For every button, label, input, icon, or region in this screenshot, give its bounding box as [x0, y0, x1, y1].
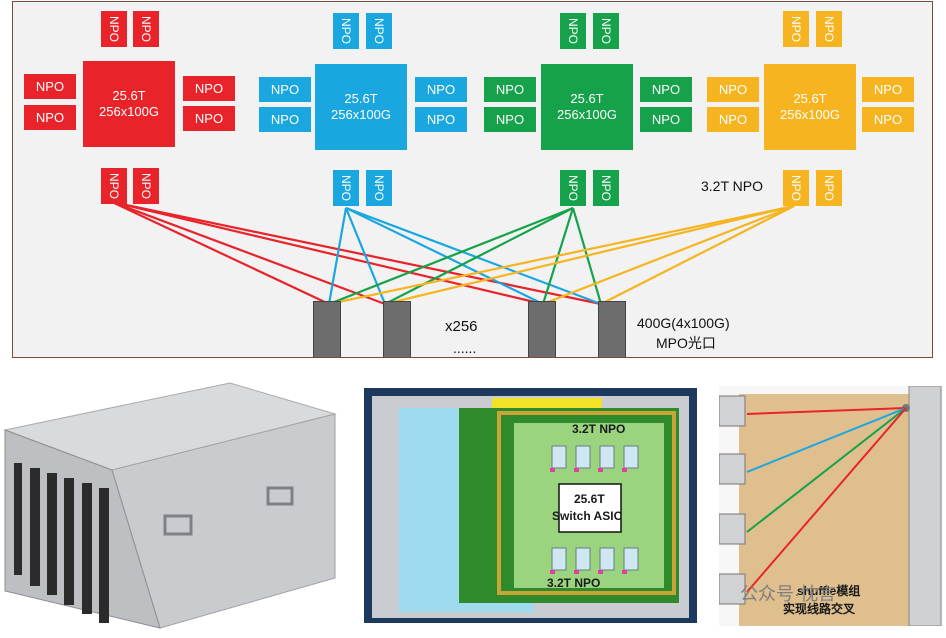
npo-module: NPO [640, 107, 692, 132]
npo-module: NPO [366, 13, 392, 49]
npo-module: NPO [640, 77, 692, 102]
board-npo-bottom-label: 3.2T NPO [547, 576, 601, 590]
npo-module: NPO [816, 11, 842, 47]
npo-module: NPO [24, 74, 76, 99]
npo-rating-label: 3.2T NPO [701, 178, 763, 194]
npo-module: NPO [366, 170, 392, 206]
watermark: 公众号·忱言 [740, 584, 836, 604]
npo-module: NPO [862, 107, 914, 132]
shuffle-label-2: 实现线路交叉 [783, 602, 856, 616]
npo-module: NPO [560, 170, 586, 206]
switch-chassis-image [0, 378, 340, 633]
mpo-port [383, 301, 411, 357]
npo-module: NPO [101, 11, 127, 47]
switch-board-image: 3.2T NPO 25.6T Switch ASIC 3.2T NPO [364, 388, 697, 623]
npo-module: NPO [101, 168, 127, 204]
npo-module: NPO [484, 77, 536, 102]
fiber-wires [111, 200, 795, 306]
ellipsis-label: ...... [453, 340, 477, 356]
port-type-label-2: MPO光口 [656, 335, 716, 351]
npo-module: NPO [183, 76, 235, 101]
mpo-port [528, 301, 556, 357]
npo-module: NPO [333, 170, 359, 206]
port-type-label: 400G(4x100G) [637, 315, 730, 331]
npo-module: NPO [333, 13, 359, 49]
npo-module: NPO [133, 168, 159, 204]
shuffle-label: shuffle模组 [797, 584, 861, 598]
mpo-port [598, 301, 626, 357]
board-asic-label: 25.6T [574, 492, 605, 506]
npo-module: NPO [560, 13, 586, 49]
npo-module: NPO [259, 77, 311, 102]
npo-module: NPO [707, 77, 759, 102]
npo-module: NPO [862, 77, 914, 102]
npo-module: NPO [415, 107, 467, 132]
board-asic-label-2: Switch ASIC [552, 509, 623, 523]
port-count-label: x256 [445, 318, 478, 335]
npo-module: NPO [259, 107, 311, 132]
npo-module: NPO [183, 106, 235, 131]
mpo-port [313, 301, 341, 357]
board-npo-top-label: 3.2T NPO [572, 422, 626, 436]
npo-module: NPO [593, 13, 619, 49]
npo-module: NPO [783, 170, 809, 206]
npo-module: NPO [484, 107, 536, 132]
npo-module: NPO [593, 170, 619, 206]
npo-module: NPO [816, 170, 842, 206]
npo-module: NPO [133, 11, 159, 47]
npo-module: NPO [707, 107, 759, 132]
shuffle-module-image: shuffle模组 实现线路交叉 [719, 386, 943, 626]
npo-module: NPO [783, 11, 809, 47]
npo-module: NPO [24, 105, 76, 130]
npo-module: NPO [415, 77, 467, 102]
